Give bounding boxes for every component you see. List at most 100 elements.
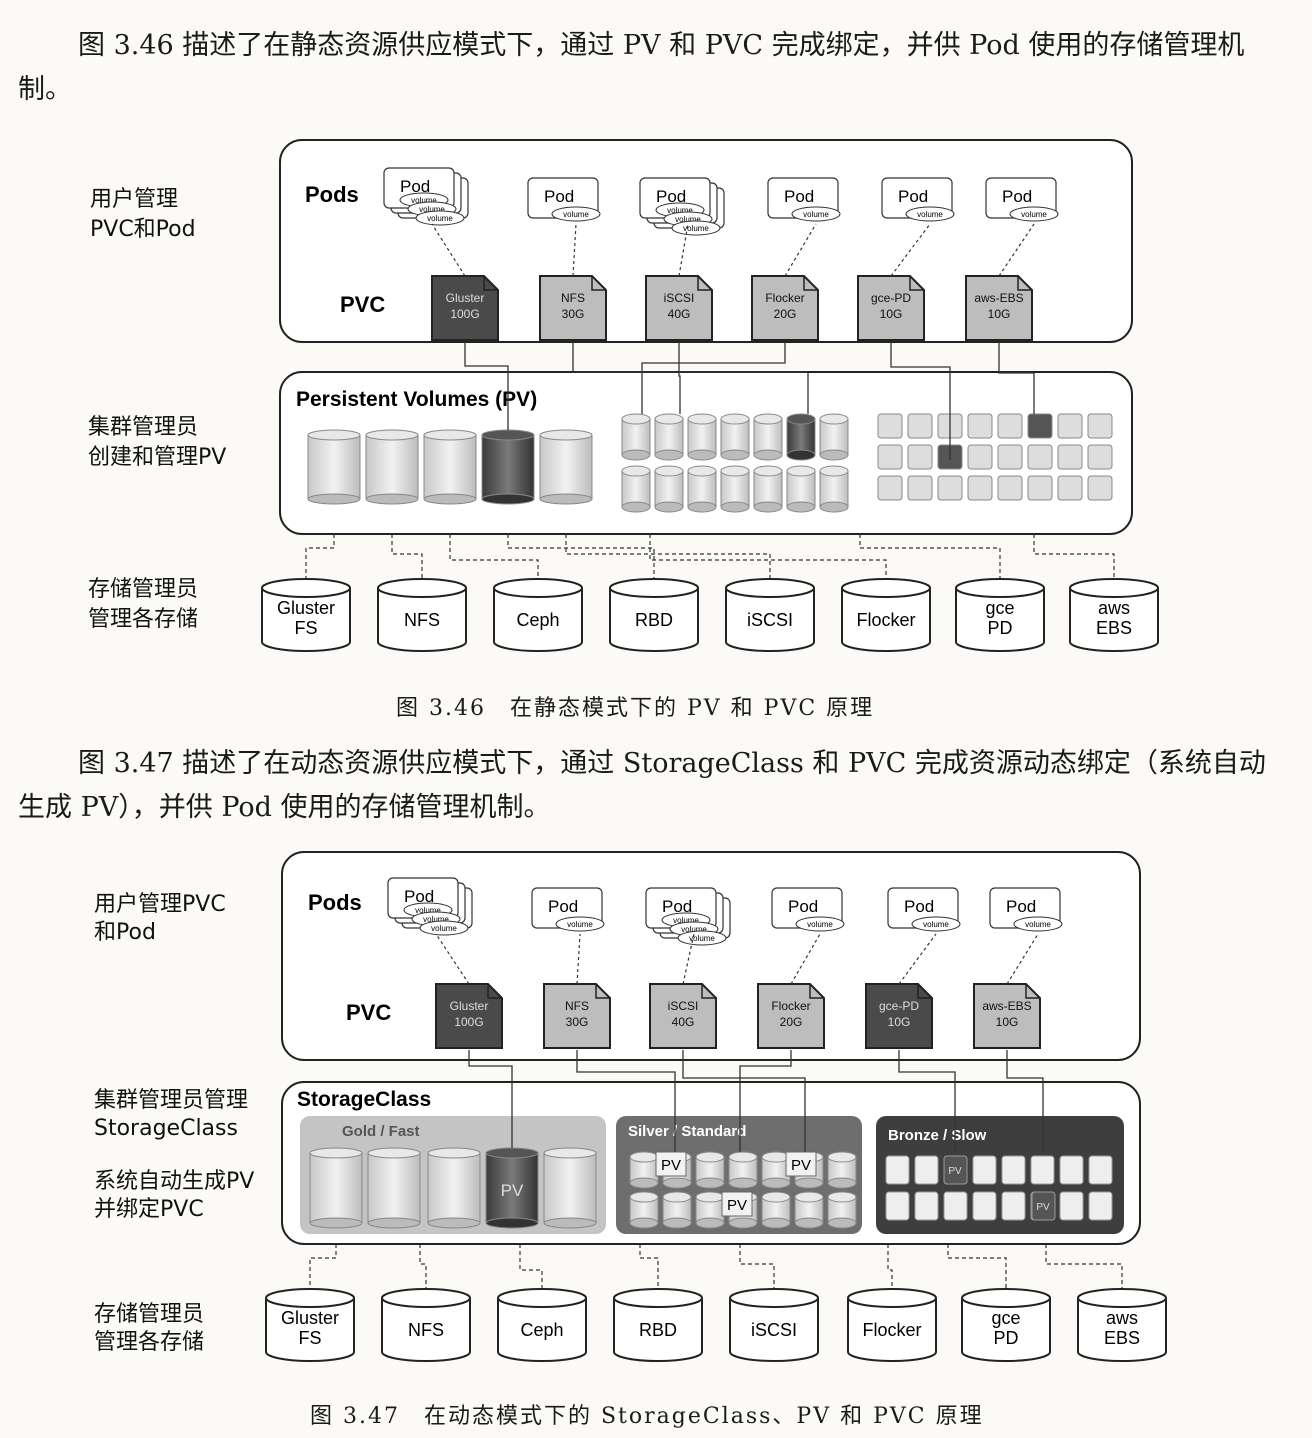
storage-label: Ceph: [520, 1320, 563, 1340]
volume-label: volume: [419, 205, 445, 214]
pod-label: Pod: [544, 187, 574, 206]
pv-medium-1-1: [654, 465, 684, 513]
storage-label: EBS: [1096, 618, 1132, 638]
volume-label: volume: [681, 925, 707, 934]
volume-label: volume: [563, 210, 589, 219]
pvc-label: PVC: [340, 292, 385, 317]
storage-label: RBD: [639, 1320, 677, 1340]
pv-medium-1-2: [687, 465, 717, 513]
pod-label: Pod: [1002, 187, 1032, 206]
pod-label: Pod: [784, 187, 814, 206]
pvc-text: iSCSI: [664, 291, 695, 305]
pv-small-2-1: [907, 475, 933, 501]
storage-3: RBD: [609, 578, 699, 652]
side-label-user-line1: 用户管理: [90, 187, 178, 212]
pod-label: Pod: [898, 187, 928, 206]
pv-medium-1-4: [753, 465, 783, 513]
f2-side-label-storage-line1: 存储管理员: [94, 1302, 204, 1327]
f2-pv-gold-1: [367, 1147, 421, 1229]
f2-pv-bronze-bound-0: [943, 1155, 968, 1185]
pvc-text: iSCSI: [668, 999, 699, 1013]
f2-pv-bronze-bound-1: [1031, 1191, 1056, 1221]
storage-label: Flocker: [856, 610, 915, 630]
f2-pv-silver-bound-2: [721, 1191, 753, 1217]
storage-label: gce: [985, 598, 1014, 618]
pod-label: Pod: [662, 897, 692, 916]
f2-pv-bronze-0-4: [1001, 1155, 1026, 1185]
storage-1: NFS: [377, 578, 467, 652]
volume-label: volume: [411, 196, 437, 205]
volume-label: volume: [427, 214, 453, 223]
pv-small-1-4: [997, 444, 1023, 470]
f2-side-label-auto-line1: 系统自动生成PV: [94, 1169, 254, 1194]
pv-text: PV: [727, 1197, 747, 1214]
pod-4: Pod volume: [881, 177, 955, 222]
storage-label: Gluster: [277, 598, 335, 618]
gold-fast-label: Gold / Fast: [342, 1123, 420, 1140]
storage-label: aws: [1106, 1308, 1138, 1328]
pv-text: PV: [948, 1166, 962, 1177]
f2-pods-label: Pods: [308, 890, 362, 915]
storage-4: iSCSI: [725, 578, 815, 652]
f2-pv-bronze-1-3: [972, 1191, 997, 1221]
volume-label: volume: [923, 920, 949, 929]
f2-side-label-user-line1: 用户管理PVC: [94, 892, 226, 917]
pv-small-0-7: [1087, 413, 1113, 439]
side-label-user-line2: PVC和Pod: [90, 217, 196, 242]
caption-fig-3-46: 图 3.46 在静态模式下的 PV 和 PVC 原理: [396, 696, 875, 721]
pv-small-0-0: [877, 413, 903, 439]
f2-storage-5: Flocker: [847, 1288, 937, 1362]
side-label-storage-line2: 管理各存储: [88, 607, 198, 632]
pvc-text: 40G: [668, 307, 691, 321]
pv-small-1-0: [877, 444, 903, 470]
volume-label: volume: [917, 210, 943, 219]
f2-pv-silver-bound-1: [785, 1151, 817, 1177]
f2-pv-gold-4: [543, 1147, 597, 1229]
f2-pv-bronze-1-2: [943, 1191, 968, 1221]
storage-5: Flocker: [841, 578, 931, 652]
pv-medium-0-2: [687, 413, 717, 461]
pvc-text: 40G: [672, 1015, 695, 1029]
f2-pv-bronze-1-0: [885, 1191, 910, 1221]
pod-label: Pod: [788, 897, 818, 916]
pod-label: Pod: [904, 897, 934, 916]
pv-medium-1-0: [621, 465, 651, 513]
f2-pv-bronze-1-1: [914, 1191, 939, 1221]
pv-small-2-2: [937, 475, 963, 501]
volume-label: volume: [667, 206, 693, 215]
caption-fig-3-47: 图 3.47 在动态模式下的 StorageClass、PV 和 PVC 原理: [310, 1404, 984, 1429]
f2-pv-silver-1-6: [827, 1191, 857, 1229]
binding-lines: [305, 223, 1115, 580]
pv-large-2: [423, 429, 477, 505]
pvc-text: gce-PD: [879, 999, 919, 1013]
f2-pvc-2: iSCSI 40G: [649, 983, 717, 1049]
f2-pv-silver-0-3: [728, 1151, 758, 1189]
storage-label: gce: [991, 1308, 1020, 1328]
pvc-text: NFS: [561, 291, 585, 305]
pvc-text: gce-PD: [871, 291, 911, 305]
silver-standard-label: Silver / Standard: [628, 1123, 746, 1140]
f2-pv-silver-1-0: [629, 1191, 659, 1229]
f2-pv-bronze-0-3: [972, 1155, 997, 1185]
pv-small-1-5: [1027, 444, 1053, 470]
side-label-storage-line1: 存储管理员: [88, 577, 198, 602]
pv-small-1-1: [907, 444, 933, 470]
pvc-text: NFS: [565, 999, 589, 1013]
storageclass-title: StorageClass: [297, 1088, 431, 1111]
volume-label: volume: [1025, 920, 1051, 929]
pv-large-0: [307, 429, 361, 505]
pvc-text: Flocker: [765, 291, 804, 305]
